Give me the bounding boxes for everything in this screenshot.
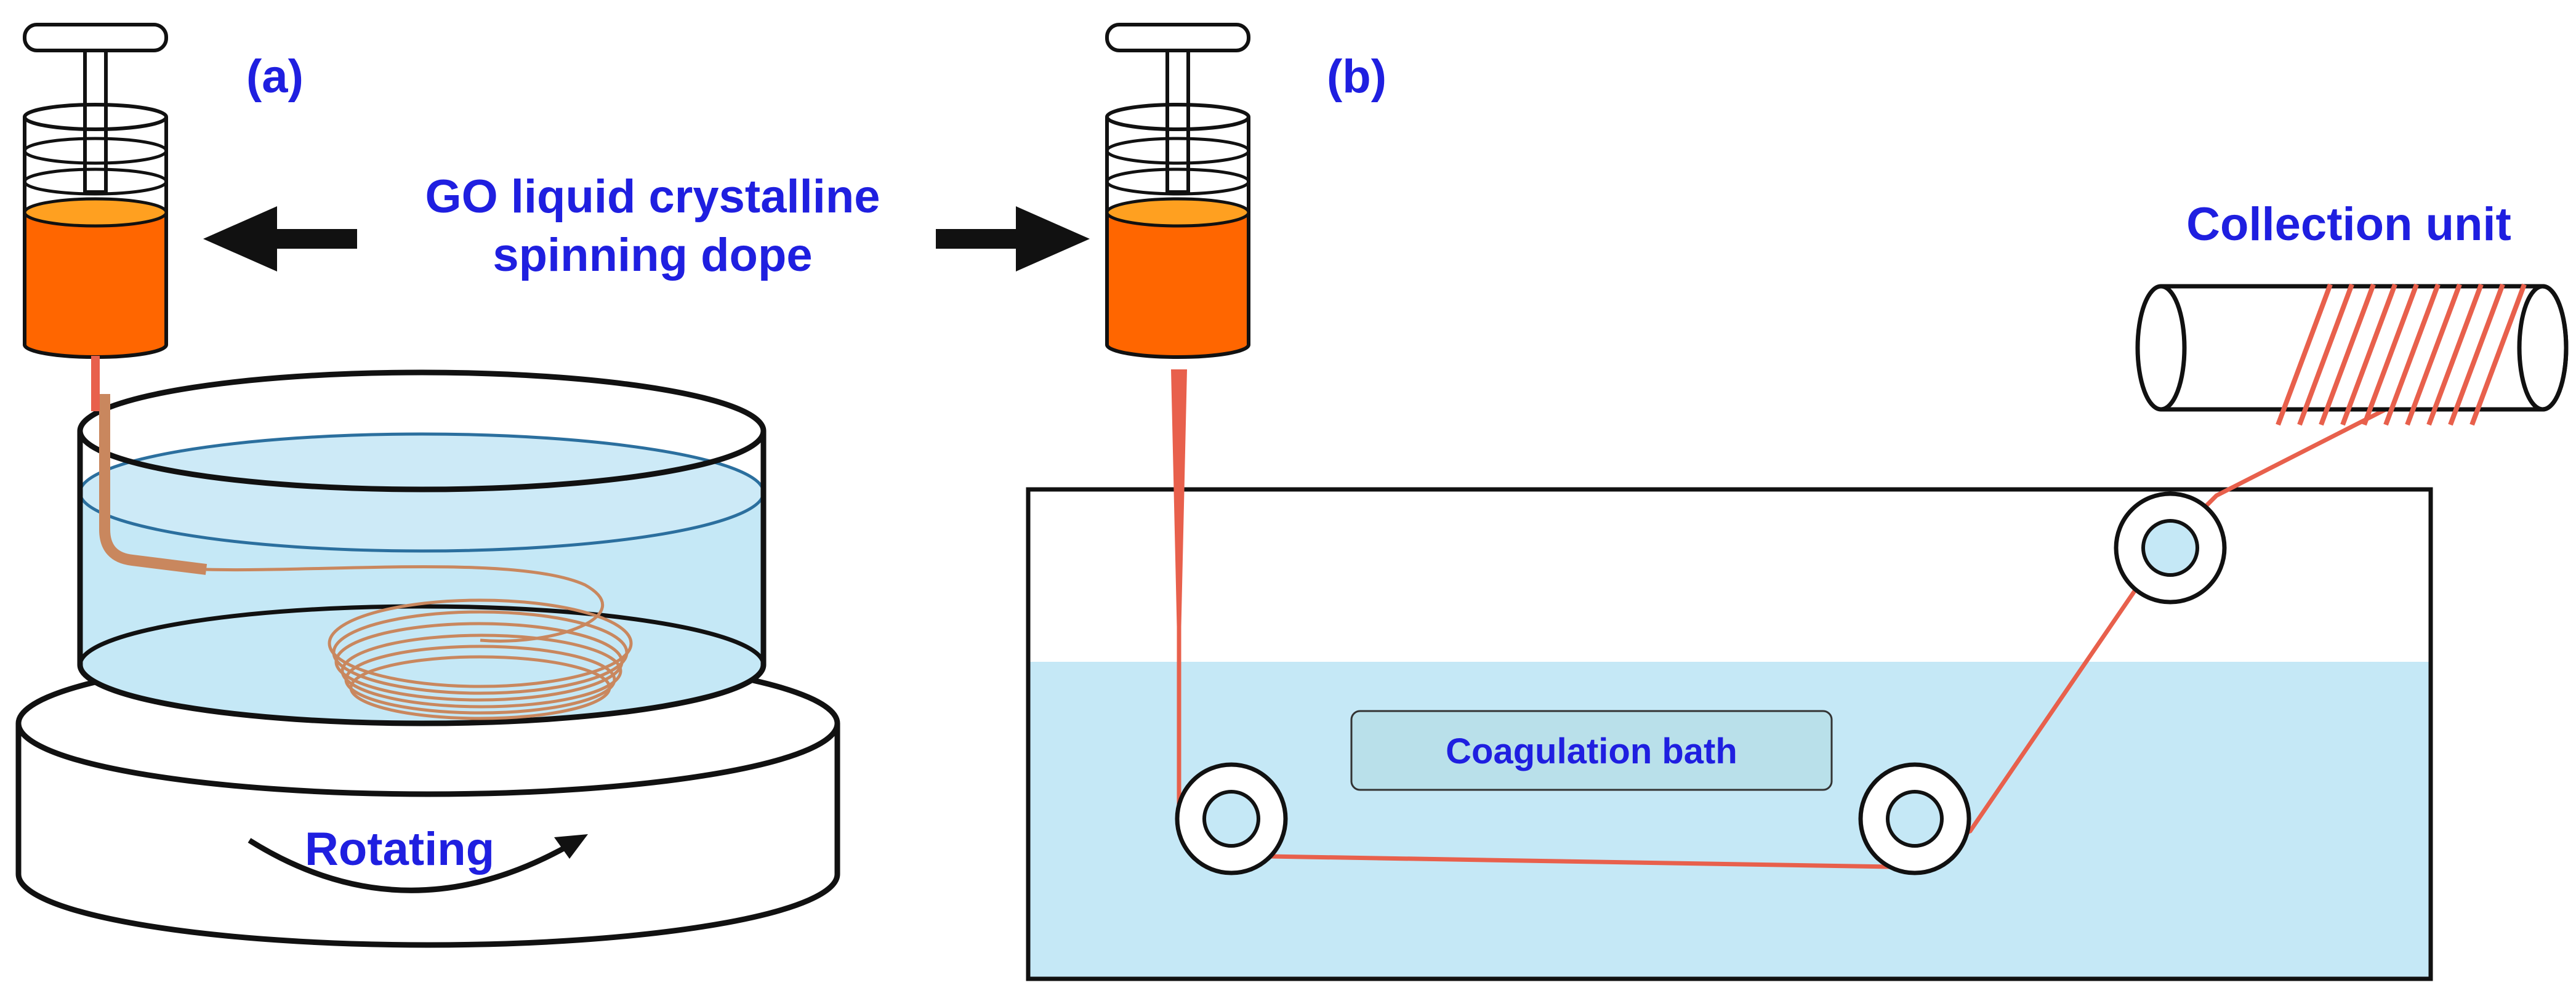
fiber-jet-taper — [1171, 369, 1187, 640]
petri-dish — [77, 369, 767, 726]
panel-a — [15, 23, 840, 948]
panel-a-label: (a) — [246, 50, 304, 103]
dope-surface — [1105, 197, 1250, 228]
fiber-thick-segment — [99, 394, 207, 575]
plunger-cap — [1105, 23, 1250, 52]
panel-b-label: (b) — [1327, 50, 1387, 103]
dish-rim — [77, 369, 767, 492]
rotating-label: Rotating — [305, 823, 494, 875]
water-surface — [78, 432, 765, 553]
panel-b — [1026, 23, 2569, 981]
guide-roller-left — [1175, 762, 1288, 875]
dope-label-line2: spinning dope — [493, 229, 812, 281]
dope-fill — [1105, 211, 1250, 359]
rotating-arrow — [248, 834, 588, 893]
coagulation-bath-label: Coagulation bath — [1446, 731, 1737, 771]
dope-fill — [23, 211, 168, 359]
fiber-winding — [2276, 283, 2527, 426]
guide-roller-right — [1858, 762, 1971, 875]
coagulation-bath-box — [1350, 710, 1833, 791]
plunger-cap — [23, 23, 168, 52]
bath-tank — [1026, 487, 2433, 981]
dope-label-line1: GO liquid crystalline — [425, 171, 880, 223]
syringe-b — [1105, 23, 1250, 359]
collection-drum — [2135, 283, 2569, 426]
dope-jet — [91, 356, 100, 411]
arrow-right — [936, 206, 1090, 271]
dish-wall — [77, 431, 767, 726]
barrel-wall — [23, 117, 168, 212]
guide-roller-top — [2114, 491, 2227, 605]
collection-unit-label: Collection unit — [2186, 198, 2511, 251]
dope-surface — [23, 197, 168, 228]
syringe-a — [23, 23, 168, 411]
arrow-left — [203, 206, 357, 271]
